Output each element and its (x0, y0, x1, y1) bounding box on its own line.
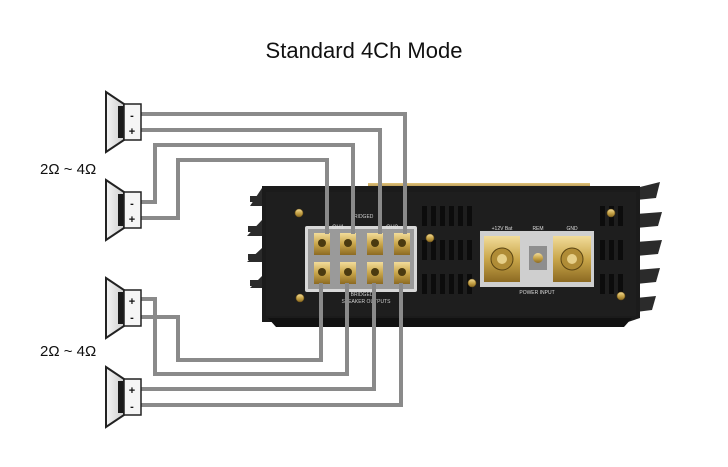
diagram-title: Standard 4Ch Mode (265, 38, 463, 63)
speaker-4-terminal-bottom: - (130, 401, 134, 413)
speaker-1-terminal-top: - (130, 110, 134, 122)
power-label-rem: REM (532, 226, 543, 232)
impedance-label-bottom: 2Ω ~ 4Ω (40, 343, 97, 360)
terminal-row-bottom (314, 262, 410, 284)
speaker-wires (140, 112, 407, 407)
screws (294, 208, 626, 303)
speaker-1: - + (105, 90, 142, 154)
wire-spk1-b (140, 128, 382, 234)
power-label-bat: +12V Bat (492, 226, 513, 232)
wire-spk3-a (140, 283, 349, 376)
wire-spk2-b (140, 158, 329, 234)
wire-spk3-b (140, 283, 323, 362)
bridged-bottom-label: BRIDGED (351, 292, 374, 298)
heatsink-fins-left (247, 188, 264, 288)
speaker-4-terminal-top: + (129, 385, 135, 397)
speaker-terminal-block (305, 226, 417, 292)
wire-spk4-a (140, 283, 376, 391)
speaker-3: + - (105, 276, 142, 340)
power-input-label: POWER INPUT (519, 290, 554, 296)
speaker-2-terminal-bottom: + (129, 214, 135, 226)
speaker-1-terminal-bottom: + (129, 126, 135, 138)
impedance-label-top: 2Ω ~ 4Ω (40, 161, 97, 178)
speaker-4: + - (105, 365, 142, 429)
channel-label-ch1: CH1 (332, 225, 345, 231)
speaker-2-terminal-top: - (130, 198, 134, 210)
speaker-outputs-label: SPEAKER OUTPUTS (342, 299, 392, 305)
terminal-row-top (314, 233, 410, 255)
power-input-block (480, 231, 594, 287)
power-label-gnd: GND (566, 226, 578, 232)
speaker-3-terminal-top: + (129, 296, 135, 308)
wire-spk4-b (140, 283, 403, 407)
amplifier: BRIDGED CH1 CH2 BRIDGED SPEAKER OUTPUTS … (247, 182, 662, 327)
channel-label-ch2: CH2 (386, 225, 399, 231)
wire-spk2-a (140, 143, 355, 234)
heatsink-fins-right (636, 182, 662, 312)
wire-spk1-a (140, 112, 407, 234)
speaker-3-terminal-bottom: - (130, 312, 134, 324)
bridged-top-label: BRIDGED (351, 214, 374, 220)
speaker-2: - + (105, 178, 142, 242)
